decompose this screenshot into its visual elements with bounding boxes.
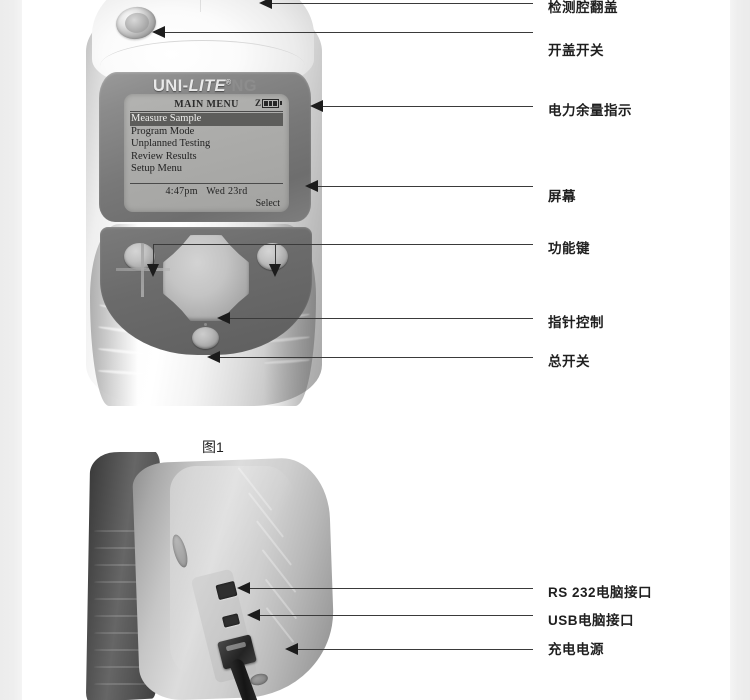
dpad-horizontal-groove — [116, 268, 170, 271]
callout-label-main-power-switch: 总开关 — [548, 354, 590, 369]
lcd-menu-item-unplanned-testing[interactable]: Unplanned Testing — [131, 138, 211, 150]
lcd-footer-rule — [130, 182, 283, 184]
callout-label-battery-indicator: 电力余量指示 — [548, 103, 632, 118]
battery-tip — [280, 101, 282, 105]
grip-rib — [94, 598, 152, 600]
lcd-status-date: Wed 23rd — [206, 186, 248, 197]
leader-branch-function-key-left — [153, 244, 154, 266]
brand-uni: UNI — [152, 77, 183, 95]
brand-separator: - — [182, 77, 189, 95]
leader-line-sample-chamber-lid — [270, 3, 533, 4]
page-right-margin-strip — [730, 0, 750, 700]
lid-seam-horizontal — [100, 40, 305, 66]
arrow-function-key-right — [269, 264, 281, 277]
grip-rib — [94, 581, 152, 583]
leader-line-screen — [316, 186, 533, 187]
keypad-panel — [100, 227, 312, 355]
leader-line-usb-port — [258, 615, 533, 616]
leader-line-lid-release-switch — [163, 32, 533, 33]
figure-caption: 图1 — [202, 439, 224, 455]
grip-rib — [94, 564, 152, 566]
battery-bar — [268, 100, 273, 106]
callout-label-function-keys: 功能键 — [548, 241, 590, 256]
lid-release-switch-inner — [123, 11, 151, 35]
leader-branch-function-key-right — [275, 244, 276, 266]
lcd-status-time: 4:47pm — [165, 186, 198, 197]
arrow-sample-chamber-lid — [259, 0, 272, 9]
arrow-rs232-port — [237, 582, 250, 594]
battery-z-label: Z — [254, 98, 261, 108]
arrow-usb-port — [247, 609, 260, 621]
device-front-photo: UNI-LITE®NG MAIN MENU Z Measure Sample P… — [78, 0, 330, 406]
callout-label-rs232-port: RS 232电脑接口 — [548, 585, 653, 600]
battery-level-indicator: Z — [255, 98, 282, 108]
lcd-menu-item-measure-sample[interactable]: Measure Sample — [130, 113, 283, 126]
grip-rib — [94, 632, 152, 634]
device-base-photo — [78, 452, 338, 700]
grip-rib — [94, 530, 152, 532]
screen[interactable]: MAIN MENU Z Measure Sample Program Mode … — [124, 94, 289, 212]
grip-rib — [94, 649, 152, 651]
lcd-menu-item-program-mode[interactable]: Program Mode — [131, 125, 195, 137]
lcd-menu-item-review-results[interactable]: Review Results — [131, 150, 197, 162]
callout-label-screen: 屏幕 — [548, 189, 576, 204]
lcd-menu-item-setup-menu[interactable]: Setup Menu — [131, 162, 183, 174]
battery-icon — [262, 98, 279, 108]
lcd-title-rule — [130, 111, 283, 113]
arrow-main-power-switch — [207, 351, 220, 363]
grip-rib — [94, 683, 152, 685]
arrow-screen — [305, 180, 318, 192]
grip-rib — [94, 615, 152, 617]
battery-bar — [273, 100, 277, 106]
grip-rib — [94, 666, 152, 668]
lcd-softkey-select[interactable]: Select — [255, 198, 280, 209]
arrow-pointer-control — [217, 312, 230, 324]
battery-bar — [264, 100, 268, 106]
main-power-switch[interactable] — [192, 327, 219, 349]
pointer-control[interactable] — [163, 235, 249, 321]
lid-seam-vertical — [200, 0, 202, 12]
leader-line-battery-indicator — [321, 106, 533, 107]
handle-rib-group — [92, 530, 154, 698]
brand-registered: ® — [225, 79, 232, 87]
lcd-status-row: 4:47pm Wed 23rd — [130, 186, 283, 197]
arrow-battery-indicator — [310, 100, 323, 112]
lcd-menu-title: MAIN MENU — [174, 99, 239, 110]
arrow-function-key-left — [147, 264, 159, 277]
arrow-charging-power — [285, 643, 298, 655]
leader-line-pointer-control — [228, 318, 533, 319]
lcd-status-bar: 4:47pm Wed 23rd Select — [130, 182, 283, 209]
brand-logo: UNI-LITE®NG — [99, 77, 311, 96]
leader-line-charging-power — [296, 649, 533, 650]
arrow-lid-release-switch — [152, 26, 165, 38]
callout-label-sample-chamber-lid: 检测腔翻盖 — [548, 0, 618, 15]
grip-rib — [94, 547, 152, 549]
leader-line-rs232-port — [248, 588, 533, 589]
callout-label-charging-power: 充电电源 — [548, 642, 604, 657]
lcd-menu-list: Measure Sample Program Mode Unplanned Te… — [130, 113, 283, 175]
callout-label-usb-port: USB电脑接口 — [548, 613, 635, 628]
page-left-margin-strip — [0, 0, 22, 700]
brand-ghost-text: NG — [231, 77, 257, 95]
power-led-dot — [204, 323, 207, 326]
leader-line-function-keys — [153, 244, 533, 245]
brand-lite: LITE — [188, 77, 226, 95]
callout-label-pointer-control: 指针控制 — [548, 315, 604, 330]
callout-label-lid-release-switch: 开盖开关 — [548, 43, 604, 58]
leader-line-main-power-switch — [218, 357, 533, 358]
